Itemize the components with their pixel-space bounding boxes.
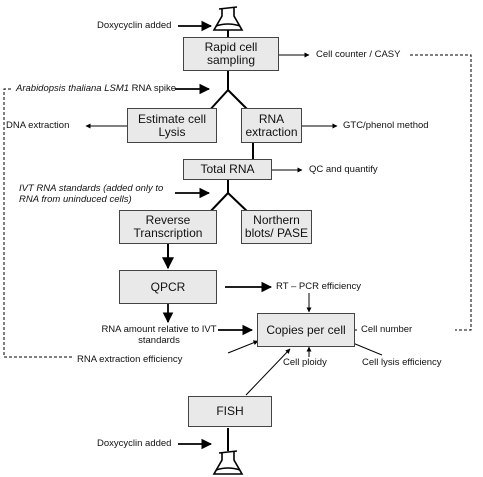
spike-suffix: RNA spike xyxy=(129,83,177,94)
rna-extraction-box: RNA extraction xyxy=(241,108,302,143)
flask-icon-bottom xyxy=(212,450,244,475)
rna-relative-label: RNA amount relative to IVT standards xyxy=(93,324,225,346)
cell-lysis-efficiency-label: Cell lysis efficiency xyxy=(362,357,442,368)
rna-relative-line1: RNA amount relative to IVT xyxy=(101,324,217,335)
qpcr-label: QPCR xyxy=(150,279,186,294)
flask-icon-top xyxy=(212,6,244,31)
ivt-standards-line2: RNA from uninduced cells) xyxy=(19,194,132,205)
cell-ploidy-label: Cell ploidy xyxy=(283,357,327,368)
rt-pcr-efficiency-label: RT – PCR efficiency xyxy=(276,281,362,292)
reverse-transcription-label: Reverse Transcription xyxy=(133,213,203,240)
arrow-fish-copies xyxy=(245,348,291,396)
gtc-phenol-label: GTC/phenol method xyxy=(343,120,429,131)
total-rna-label: Total RNA xyxy=(200,162,255,176)
rapid-sampling-box: Rapid cell sampling xyxy=(183,37,279,71)
copies-per-cell-box: Copies per cell xyxy=(257,313,355,347)
ivt-standards-label: IVT RNA standards (added only to RNA fro… xyxy=(19,183,163,205)
rna-extraction-label: RNA extraction xyxy=(245,111,298,139)
fish-box: FISH xyxy=(188,396,272,427)
rna-extraction-efficiency-label: RNA extraction efficiency xyxy=(77,354,183,365)
spike-species: Arabidopsis thaliana LSM1 xyxy=(16,83,130,94)
qc-quantify-label: QC and quantify xyxy=(309,164,378,175)
reverse-transcription-box: Reverse Transcription xyxy=(119,210,217,244)
estimate-lysis-box: Estimate cell Lysis xyxy=(127,108,217,143)
fish-label: FISH xyxy=(216,404,244,418)
northern-blots-box: Northern blots/ PASE xyxy=(241,210,312,244)
copies-per-cell-label: Copies per cell xyxy=(266,322,346,337)
dna-extraction-label: DNA extraction xyxy=(6,120,70,131)
rapid-sampling-label: Rapid cell sampling xyxy=(204,40,258,67)
doxycyclin-bottom-label: Doxycyclin added xyxy=(97,438,172,449)
cell-counter-label: Cell counter / CASY xyxy=(316,49,401,60)
dashed-loop-right xyxy=(410,54,472,331)
spike-label: Arabidopsis thaliana LSM1 RNA spike xyxy=(16,83,176,94)
rna-relative-line2: standards xyxy=(138,335,180,346)
cell-number-label: Cell number xyxy=(361,324,413,335)
northern-blots-label: Northern blots/ PASE xyxy=(244,213,309,240)
dashed-loop-left xyxy=(3,88,73,358)
total-rna-box: Total RNA xyxy=(183,159,272,180)
ivt-standards-line1: IVT RNA standards (added only to xyxy=(19,183,164,194)
qpcr-box: QPCR xyxy=(119,270,217,304)
estimate-lysis-label: Estimate cell Lysis xyxy=(137,111,207,139)
doxycyclin-top-label: Doxycyclin added xyxy=(97,20,172,31)
